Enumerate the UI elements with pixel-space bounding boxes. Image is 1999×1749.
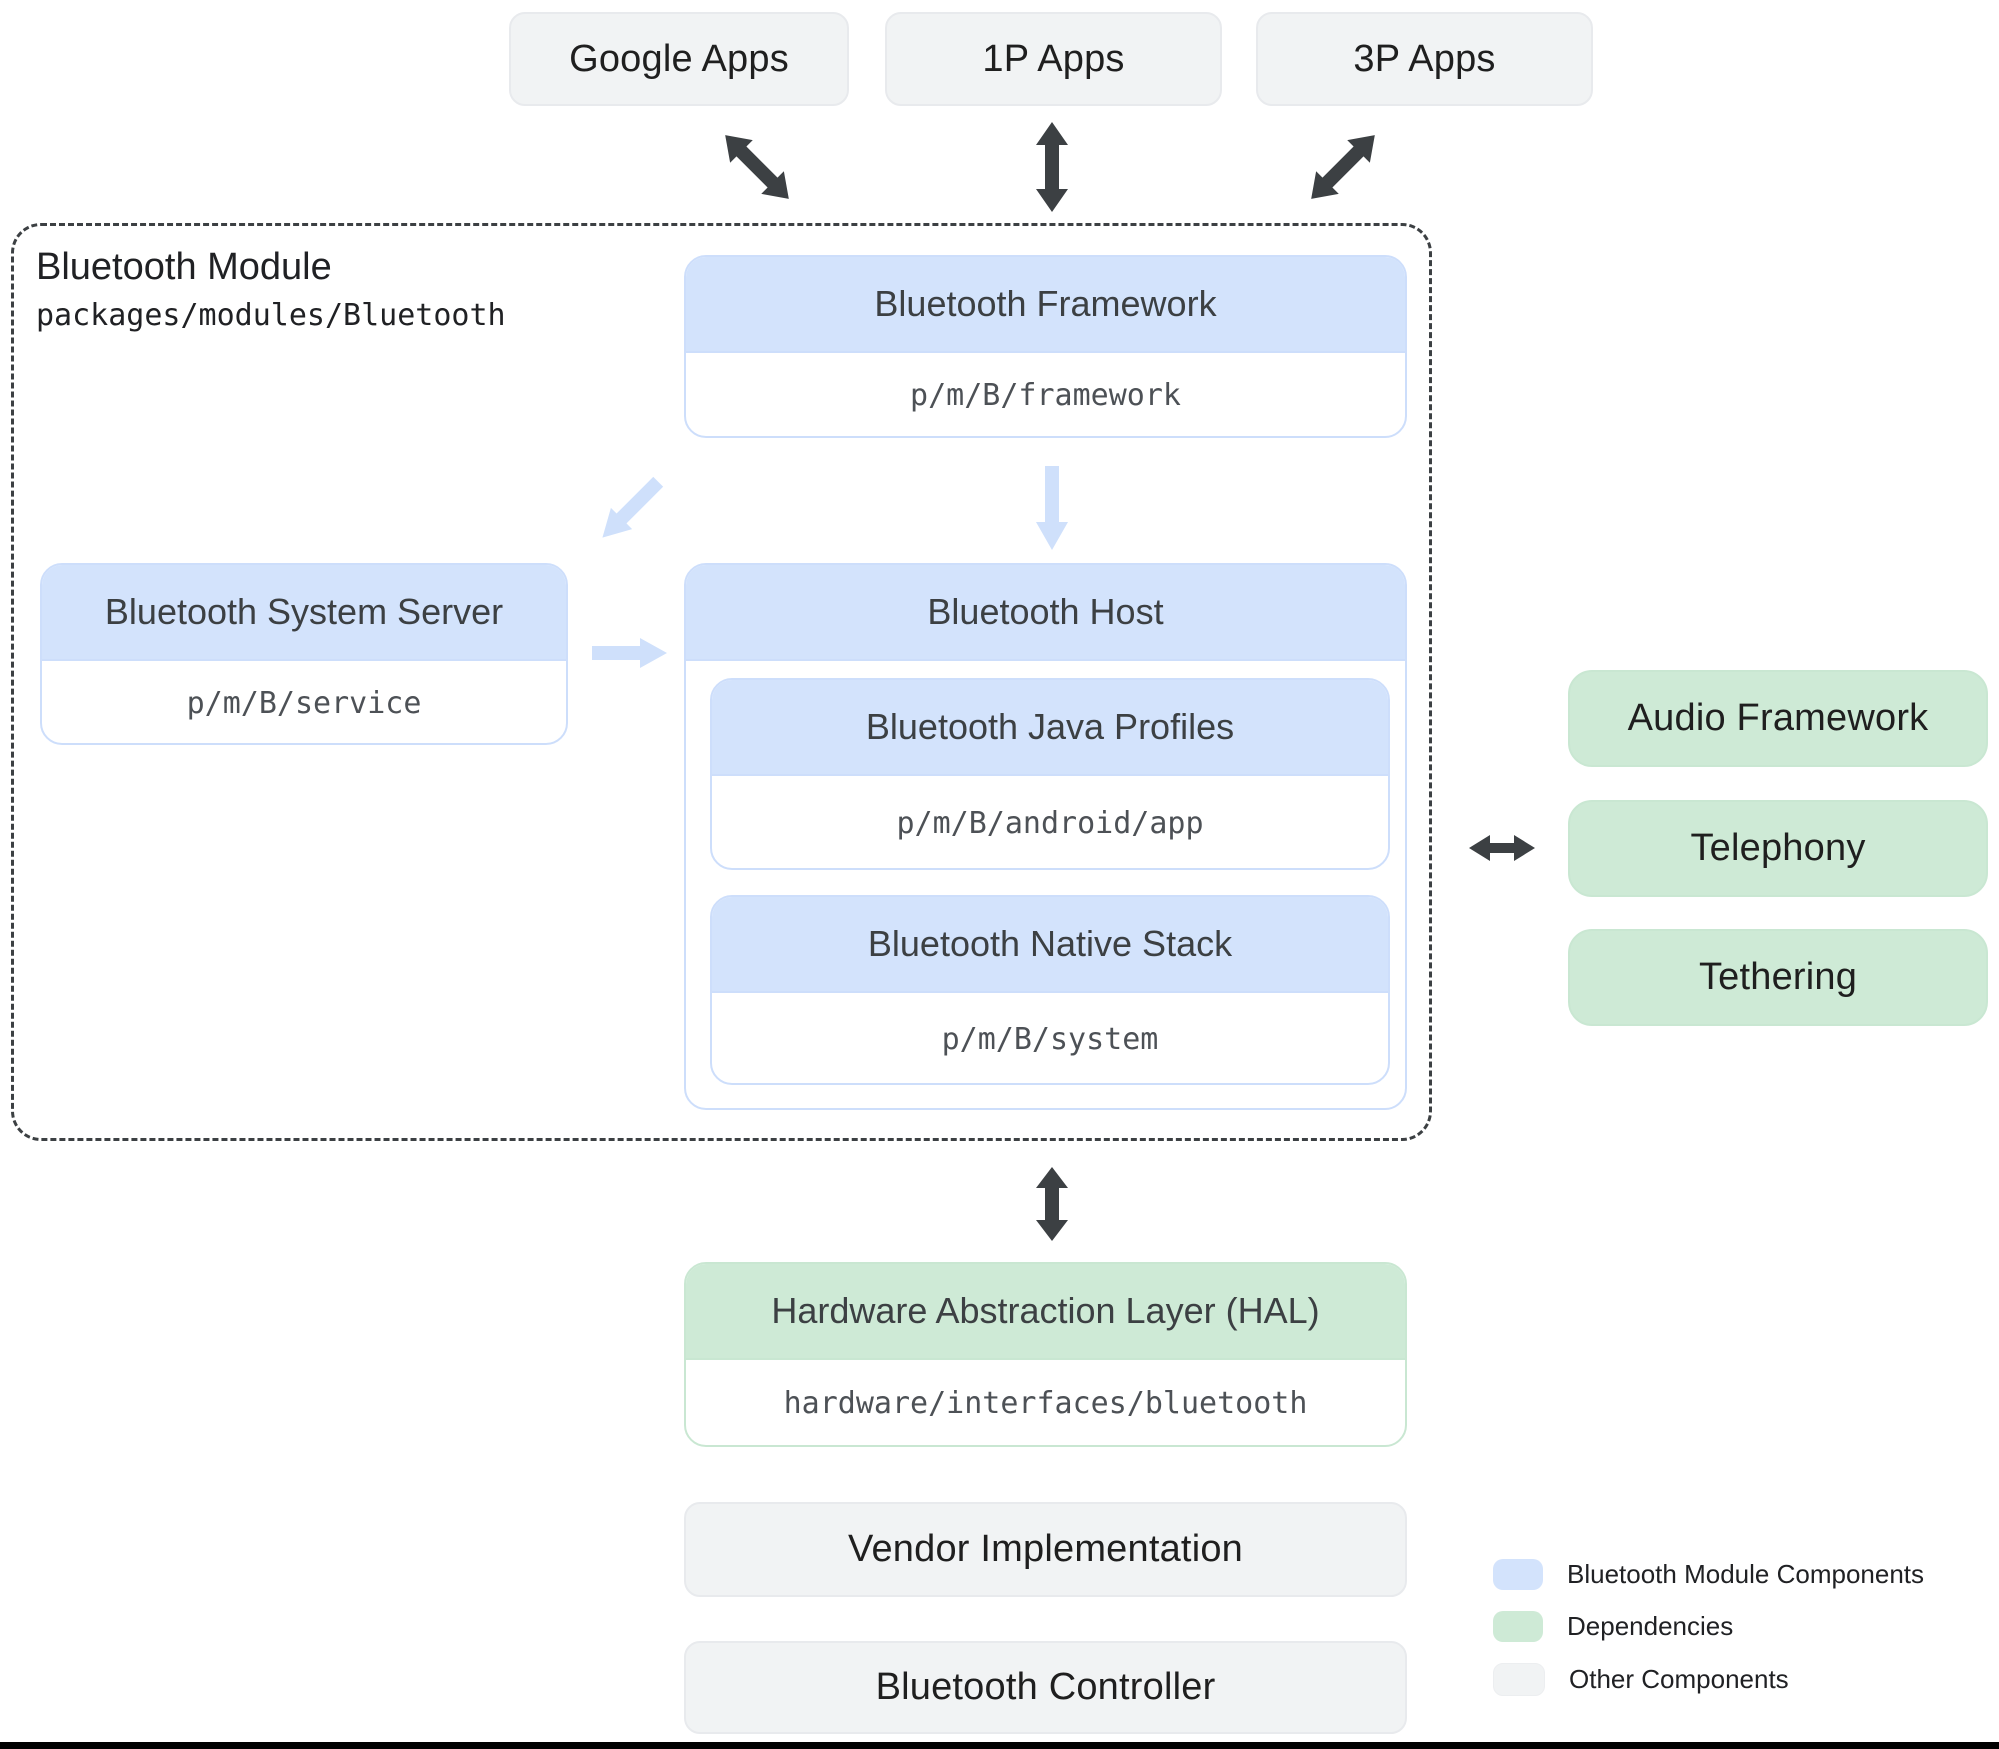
bidirectional-vertical-arrow-icon <box>1036 122 1068 212</box>
1p-apps-box: 1P Apps <box>885 12 1222 106</box>
3p-apps-box: 3P Apps <box>1256 12 1593 106</box>
down-arrow-icon <box>1036 466 1068 550</box>
telephony-box: Telephony <box>1568 800 1988 897</box>
bidirectional-diagonal-arrow-icon <box>725 135 789 199</box>
right-arrow-icon <box>592 638 667 668</box>
hal-path: hardware/interfaces/bluetooth <box>783 1386 1308 1421</box>
audio-framework-box: Audio Framework <box>1568 670 1988 767</box>
legend-label: Other Components <box>1569 1664 1789 1694</box>
legend-label: Dependencies <box>1567 1611 1734 1641</box>
hal-box: Hardware Abstraction Layer (HAL) hardwar… <box>684 1262 1407 1447</box>
tethering-box: Tethering <box>1568 929 1988 1026</box>
bluetooth-system-server-box: Bluetooth System Server p/m/B/service <box>40 563 568 745</box>
bluetooth-java-profiles-box: Bluetooth Java Profiles p/m/B/android/ap… <box>710 678 1390 870</box>
bluetooth-controller-box: Bluetooth Controller <box>684 1641 1407 1734</box>
bluetooth-framework-box: Bluetooth Framework p/m/B/framework <box>684 255 1407 438</box>
vendor-implementation-box: Vendor Implementation <box>684 1502 1407 1597</box>
bluetooth-module-title: Bluetooth Module <box>36 246 332 288</box>
hal-title: Hardware Abstraction Layer (HAL) <box>686 1264 1405 1360</box>
bluetooth-module-path: packages/modules/Bluetooth <box>36 298 506 333</box>
blue-swatch-icon <box>1493 1559 1543 1590</box>
bidirectional-horizontal-arrow-icon <box>1469 835 1535 861</box>
bluetooth-system-server-title: Bluetooth System Server <box>42 565 566 661</box>
bidirectional-diagonal-arrow-icon <box>1311 135 1375 199</box>
bluetooth-native-stack-title: Bluetooth Native Stack <box>712 897 1388 993</box>
gray-swatch-icon <box>1493 1663 1545 1696</box>
legend-label: Bluetooth Module Components <box>1567 1559 1925 1589</box>
bluetooth-java-profiles-path: p/m/B/android/app <box>896 805 1204 841</box>
bluetooth-framework-path: p/m/B/framework <box>910 378 1181 413</box>
google-apps-box: Google Apps <box>509 12 849 106</box>
legend-item-other-components: Other Components <box>1493 1663 1789 1696</box>
legend-item-module-components: Bluetooth Module Components <box>1493 1559 1924 1590</box>
bluetooth-native-stack-box: Bluetooth Native Stack p/m/B/system <box>710 895 1390 1085</box>
bluetooth-module-container <box>11 223 1432 1141</box>
legend-item-dependencies: Dependencies <box>1493 1611 1733 1642</box>
bluetooth-java-profiles-title: Bluetooth Java Profiles <box>712 680 1388 776</box>
bluetooth-host-title: Bluetooth Host <box>686 565 1405 661</box>
bluetooth-native-stack-path: p/m/B/system <box>941 1021 1159 1057</box>
green-swatch-icon <box>1493 1611 1543 1642</box>
bluetooth-framework-title: Bluetooth Framework <box>686 257 1405 353</box>
bluetooth-system-server-path: p/m/B/service <box>186 685 422 721</box>
down-left-arrow-icon <box>602 476 664 538</box>
bottom-edge-bar <box>0 1742 1999 1749</box>
bidirectional-vertical-arrow-icon <box>1036 1167 1068 1241</box>
